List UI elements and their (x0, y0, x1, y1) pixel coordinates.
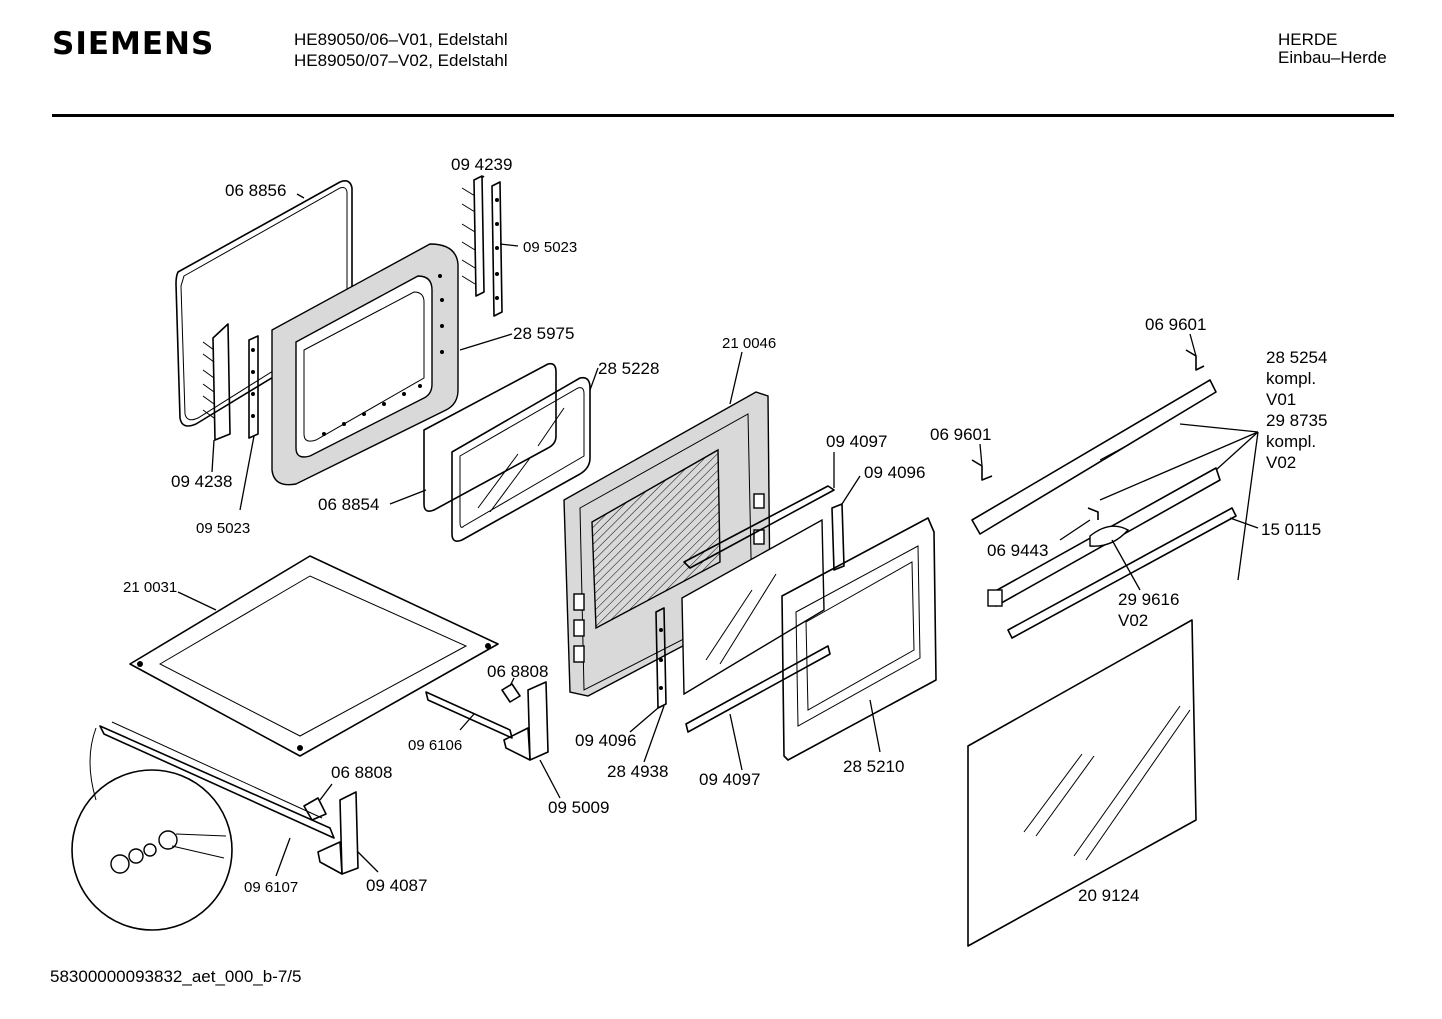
outer-glass-panel (967, 619, 1197, 947)
telescopic-runner (71, 721, 335, 931)
part-label: 09 4239 (451, 155, 512, 174)
side-bracket-right (831, 503, 845, 571)
part-label: 06 8856 (225, 181, 286, 200)
part-label: 28 5254 (1266, 348, 1327, 367)
inner-seal-and-glass (423, 362, 591, 542)
part-label: 29 9616 (1118, 590, 1179, 609)
part-label: kompl. (1266, 432, 1316, 451)
part-label: 06 9443 (987, 541, 1048, 560)
clip-06-9443 (1087, 507, 1099, 520)
part-label: 09 5023 (196, 520, 250, 537)
clip-06-9601-right (1185, 349, 1205, 371)
clip-lower (303, 797, 327, 821)
inner-door-frame (781, 517, 937, 761)
part-label: 09 4238 (171, 472, 232, 491)
part-label: 06 8854 (318, 495, 379, 514)
left-hinge-bracket (202, 323, 259, 441)
part-label: 09 4097 (699, 770, 760, 789)
lower-door-bar (685, 645, 831, 733)
part-label: V01 (1266, 390, 1296, 409)
part-label: 28 4938 (607, 762, 668, 781)
part-label: 09 4096 (864, 463, 925, 482)
category-line-2: Einbau–Herde (1278, 48, 1387, 67)
part-label: 09 4096 (575, 731, 636, 750)
leader-lines (177, 175, 1259, 877)
part-label: 09 4097 (826, 432, 887, 451)
part-label: kompl. (1266, 369, 1316, 388)
part-label: 21 0031 (123, 579, 177, 596)
part-label: 06 8808 (487, 662, 548, 681)
part-label: 28 5210 (843, 757, 904, 776)
clip-06-9601-left (971, 459, 993, 481)
category-line-1: HERDE (1278, 30, 1338, 49)
part-label: 09 5023 (523, 239, 577, 256)
upper-door-bar (683, 485, 835, 569)
support-rail-right (425, 691, 513, 739)
brand-logo: SIEMENS (52, 26, 215, 62)
part-label: 09 5009 (548, 798, 609, 817)
part-label: 06 9601 (1145, 315, 1206, 334)
part-label: 29 8735 (1266, 411, 1327, 430)
middle-glass (681, 518, 825, 696)
side-bracket-left (655, 607, 667, 709)
angle-bracket-upper (503, 681, 549, 761)
part-label: V02 (1266, 453, 1296, 472)
part-label: 09 6107 (244, 879, 298, 896)
part-label: 09 6106 (408, 737, 462, 754)
part-label: 20 9124 (1078, 886, 1139, 905)
part-label: 06 8808 (331, 763, 392, 782)
document-id: 58300000093832_aet_000_b-7/5 (50, 967, 302, 986)
part-label: 21 0046 (722, 335, 776, 352)
angle-bracket-lower (317, 791, 359, 875)
part-label: 28 5228 (598, 359, 659, 378)
part-labels: 06 8856 09 4239 09 5023 28 5975 28 5228 … (123, 155, 1327, 905)
part-label: 15 0115 (1261, 520, 1321, 539)
door-frame (271, 243, 459, 486)
part-label: 06 9601 (930, 425, 991, 444)
part-label: 28 5975 (513, 324, 574, 343)
model-line-1: HE89050/06–V01, Edelstahl (294, 30, 508, 49)
model-line-2: HE89050/07–V02, Edelstahl (294, 51, 508, 70)
trim-strip (1007, 507, 1237, 639)
clip-upper (501, 683, 521, 703)
baking-tray (129, 555, 499, 757)
part-label: V02 (1118, 611, 1148, 630)
upper-hinge-bracket (461, 175, 503, 317)
part-label: 09 4087 (366, 876, 427, 895)
control-panel-rail (971, 379, 1221, 607)
header-rule (52, 114, 1394, 117)
